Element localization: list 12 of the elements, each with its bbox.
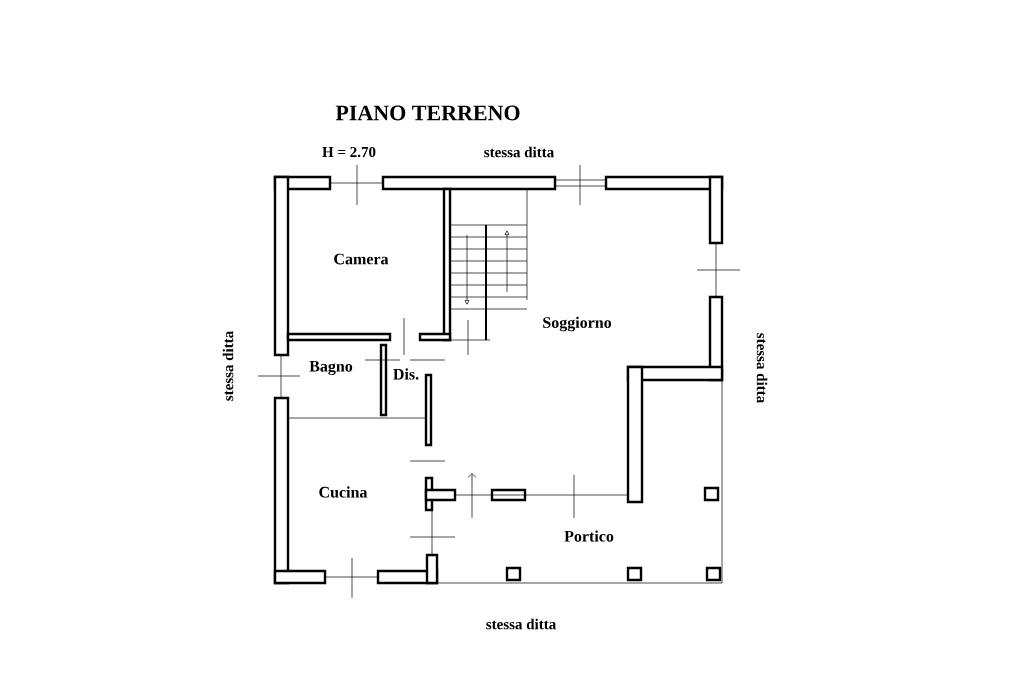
boundary-note: stessa ditta (484, 146, 554, 158)
plan-title: PIANO TERRENO (335, 105, 520, 121)
room-label: Dis. (393, 368, 419, 380)
boundary-note: stessa ditta (756, 333, 768, 403)
room-label: Soggiorno (543, 316, 612, 332)
height-note: H = 2.70 (322, 146, 376, 158)
boundary-note: stessa ditta (486, 618, 556, 630)
room-label: Cucina (319, 486, 368, 498)
room-label: Camera (334, 253, 389, 265)
boundary-note: stessa ditta (222, 331, 234, 401)
room-label: Portico (564, 530, 614, 542)
room-label: Bagno (309, 361, 353, 375)
